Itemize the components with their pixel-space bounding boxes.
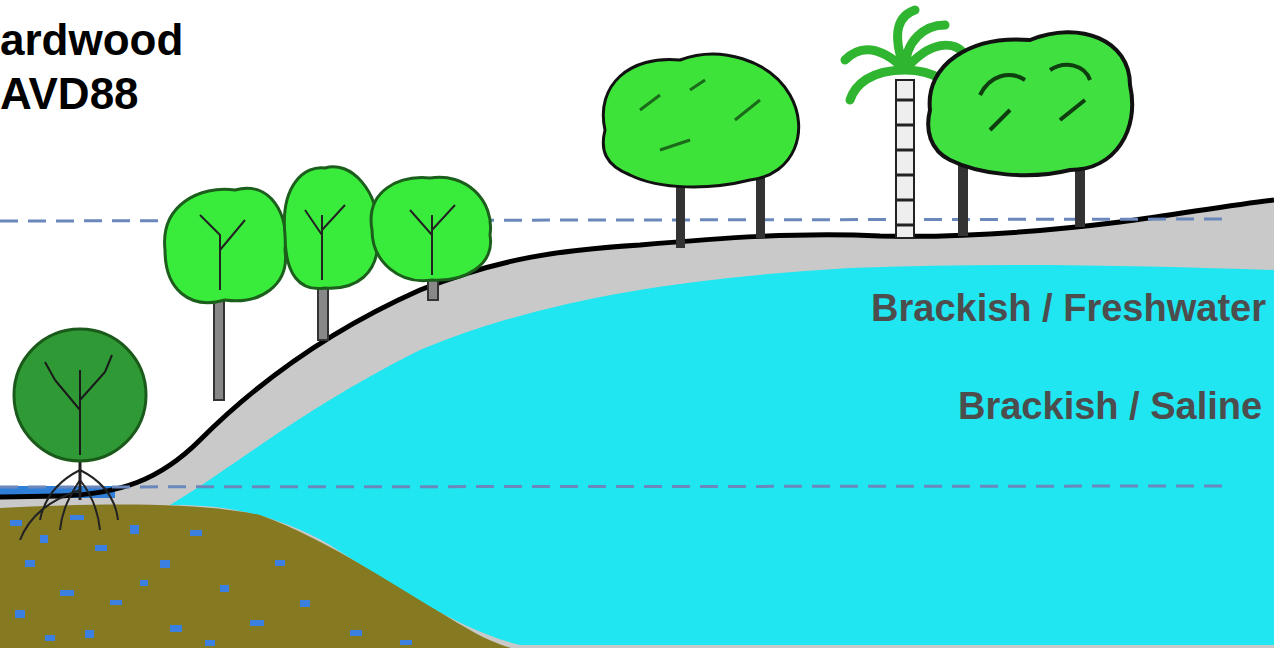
sea-level-line [0,486,1226,487]
hardwood-trees-slope [165,167,491,400]
mangrove-tree [14,329,146,540]
zone-label: Brackish / Freshwater [871,288,1266,330]
datum-label: AVD88 [0,70,139,118]
zone-label: Brackish / Saline [958,386,1262,428]
hardwood-hammock [603,10,1132,248]
water-speckles [10,515,412,646]
heading-fragment: ardwood [0,16,183,64]
substrate [0,505,525,652]
bottom-margin [0,648,1274,656]
